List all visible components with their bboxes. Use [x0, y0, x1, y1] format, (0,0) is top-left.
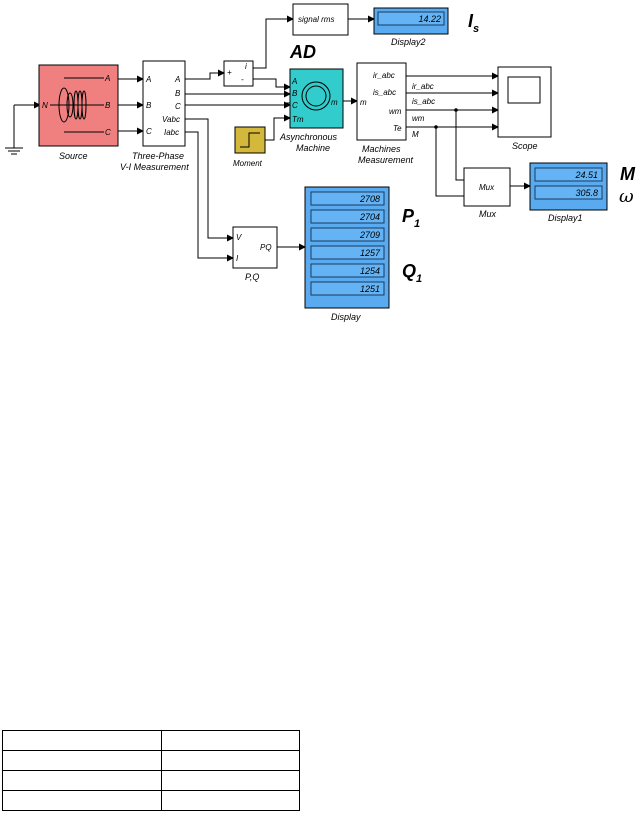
- meas-label-line2: Measurement: [358, 155, 414, 165]
- table-cell: [161, 770, 300, 791]
- source-label: Source: [59, 151, 88, 161]
- vi-in-c: C: [146, 127, 152, 136]
- pq-out: PQ: [260, 243, 272, 252]
- meas-signal-is: is_abc: [373, 88, 396, 97]
- display2-block[interactable]: 14.22: [373, 7, 449, 35]
- pq-label: P,Q: [245, 272, 259, 282]
- display-label: Display: [331, 312, 361, 322]
- table-cell: [2, 750, 162, 771]
- mux-block[interactable]: Mux: [463, 167, 511, 207]
- moment-block[interactable]: [234, 126, 266, 154]
- table-cell: [2, 770, 162, 791]
- table-cell: [2, 790, 162, 811]
- signal-rms-text: signal rms: [298, 15, 334, 24]
- meas-out-is: is_abc: [412, 97, 435, 106]
- display-value-5: 1254: [360, 266, 380, 276]
- meas-signal-wm: wm: [389, 107, 402, 116]
- display-value-1: 2708: [359, 194, 380, 204]
- table-cell: [161, 790, 300, 811]
- meas-signal-te: Te: [393, 124, 402, 133]
- vi-measurement-block[interactable]: A B C A B C Vabc Iabc: [142, 60, 186, 147]
- table-cell: [2, 730, 162, 751]
- table-cell: [161, 750, 300, 771]
- current-sum-block[interactable]: + - i: [223, 60, 254, 87]
- table-row: [2, 750, 300, 771]
- machine-label-line1: Asynchronous: [279, 132, 338, 142]
- vi-label-line1: Three-Phase: [132, 151, 184, 161]
- display2-value: 14.22: [418, 14, 441, 24]
- table-row: [2, 790, 300, 811]
- machine-port-tm: Tm: [292, 115, 304, 124]
- signal-rms-block[interactable]: signal rms: [292, 3, 349, 36]
- vi-out-iabc: Iabc: [164, 128, 179, 137]
- vi-out-vabc: Vabc: [162, 115, 180, 124]
- meas-signal-ir: ir_abc: [373, 71, 395, 80]
- meas-label-line1: Machines: [362, 144, 401, 154]
- pq-block[interactable]: V I PQ: [232, 226, 278, 269]
- annotation-is: Is: [468, 11, 479, 35]
- machine-label-line2: Machine: [296, 143, 330, 153]
- meas-out-wm: wm: [412, 114, 425, 123]
- pq-in-v: V: [236, 233, 242, 242]
- empty-table: [2, 730, 300, 811]
- machine-out-m: m: [331, 98, 338, 107]
- source-port-n: N: [42, 101, 48, 110]
- vi-label-line2: V-I Measurement: [120, 162, 189, 172]
- display-value-3: 2709: [359, 230, 380, 240]
- source-port-b: B: [105, 101, 111, 110]
- display-value-4: 1257: [360, 248, 381, 258]
- source-port-c: C: [105, 128, 111, 137]
- sum-in-plus: +: [227, 68, 232, 77]
- vi-in-b: B: [146, 101, 152, 110]
- ground-symbol: [5, 101, 41, 155]
- machines-measurement-block[interactable]: m ir_abc is_abc wm Te: [356, 62, 407, 141]
- machine-port-b: B: [292, 89, 298, 98]
- display-block[interactable]: 2708 2704 2709 1257 1254 1251: [304, 186, 390, 309]
- sum-out-i: i: [245, 62, 247, 71]
- vi-in-a: A: [145, 75, 151, 84]
- table-cell: [161, 730, 300, 751]
- machine-port-a: A: [291, 77, 297, 86]
- source-block[interactable]: N A B C: [38, 64, 119, 147]
- pq-in-i: I: [236, 254, 239, 263]
- table-row: [2, 730, 300, 751]
- annotation-m: M: [620, 164, 636, 184]
- vi-out-c: C: [175, 102, 181, 111]
- display1-label: Display1: [548, 213, 583, 223]
- annotation-ad: AD: [289, 42, 316, 62]
- display1-value-m: 24.51: [574, 170, 598, 180]
- meas-out-ir: ir_abc: [412, 82, 434, 91]
- table-row: [2, 770, 300, 791]
- display2-label: Display2: [391, 37, 426, 47]
- machine-port-c: C: [292, 101, 298, 110]
- simulink-diagram: N A B C Source A B C A B C Vabc Iabc Thr…: [5, 3, 636, 322]
- annotation-p1: P1: [402, 206, 420, 230]
- source-port-a: A: [104, 74, 110, 83]
- display-value-6: 1251: [360, 284, 380, 294]
- annotation-q1: Q1: [402, 261, 422, 285]
- meas-in-m: m: [360, 98, 367, 107]
- sum-in-minus: -: [241, 75, 244, 84]
- meas-out-m: M: [412, 130, 419, 139]
- mux-text: Mux: [479, 183, 495, 192]
- moment-label: Moment: [233, 159, 263, 168]
- scope-block[interactable]: [497, 66, 552, 138]
- display-value-2: 2704: [359, 212, 380, 222]
- display1-block[interactable]: 24.51 305.8: [529, 162, 608, 211]
- empty-table-container: [2, 730, 300, 811]
- annotation-omega: ω: [619, 186, 634, 207]
- asynchronous-machine-block[interactable]: A B C Tm m: [289, 68, 344, 129]
- vi-out-a: A: [174, 75, 180, 84]
- display1-value-w: 305.8: [575, 188, 598, 198]
- vi-out-b: B: [175, 89, 181, 98]
- mux-label: Mux: [479, 209, 497, 219]
- scope-label: Scope: [512, 141, 538, 151]
